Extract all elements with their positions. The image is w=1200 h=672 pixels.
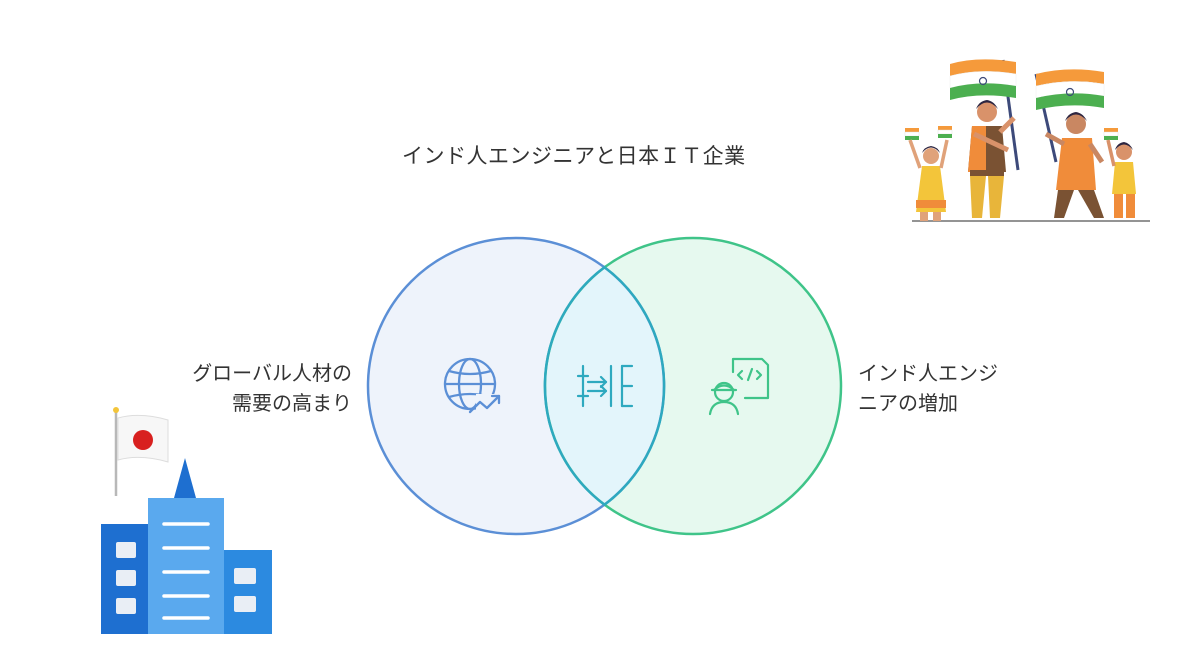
left-set-label-line1: グローバル人材の [192, 361, 352, 385]
globe-chart-icon [443, 357, 504, 414]
indian-family-with-flags-illustration [904, 59, 1150, 222]
right-set-label-line1: インド人エンジ [858, 361, 998, 385]
right-set-label-line2: ニアの増加 [858, 391, 958, 415]
right-set-label: インド人エンジ ニアの増加 [858, 358, 998, 418]
engineer-code-icon [708, 357, 770, 416]
overlap-outline [543, 265, 666, 507]
connection-merge-icon [576, 364, 634, 408]
overlap-region [545, 238, 664, 534]
left-set-label-line2: 需要の高まり [232, 391, 352, 415]
left-set-label: グローバル人材の 需要の高まり [192, 358, 352, 418]
diagram-title: インド人エンジニアと日本ＩＴ企業 [402, 144, 746, 168]
japanese-office-building-with-flag-illustration [101, 407, 272, 634]
